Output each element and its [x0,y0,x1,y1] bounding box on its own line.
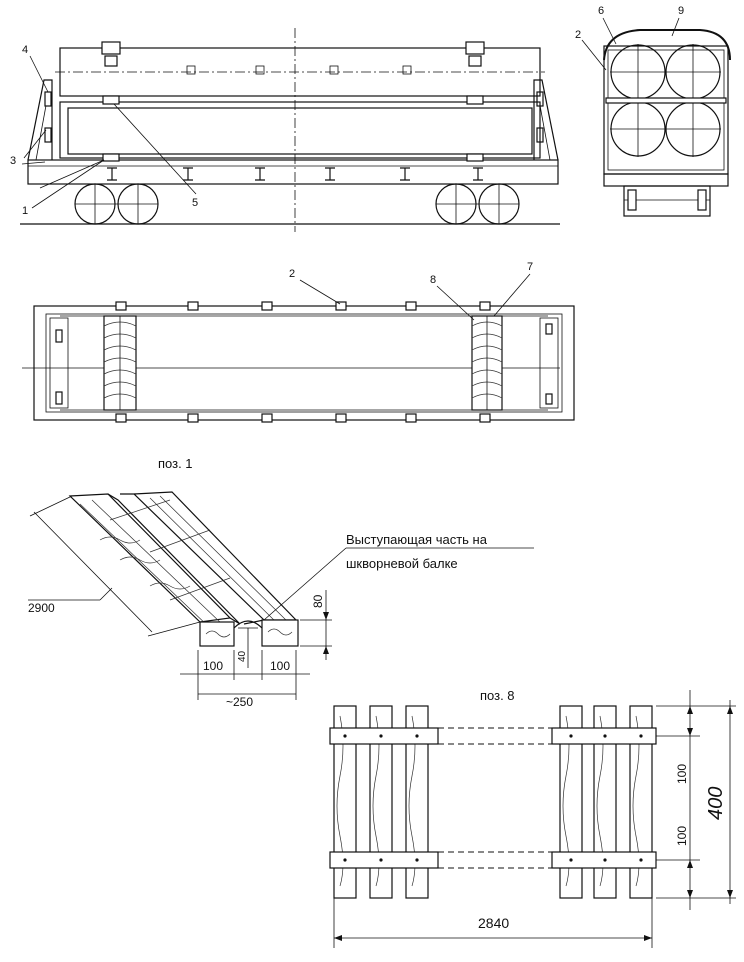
callout-9: 9 [678,5,684,17]
callout-6: 6 [598,5,604,17]
pos1-caption: поз. 1 [158,456,193,471]
pos1-dim-right: 100 [270,659,290,673]
plan-view [22,273,575,423]
pos8-dim-length: 2840 [478,915,509,931]
callout-2-end: 2 [575,29,581,41]
callout-3: 3 [10,155,16,167]
callout-5: 5 [192,197,198,209]
pos8-dim-upper: 100 [675,764,689,784]
pos1-annotation-line1: Выступающая часть на [346,532,488,547]
callout-7: 7 [527,261,533,273]
callout-4: 4 [22,44,28,56]
end-view [581,17,731,217]
beam-markers [107,167,483,181]
pos8-bars-right [559,705,653,899]
pos1-annotation-line2: шкворневой балке [346,556,458,571]
pos1-detail [28,491,534,700]
callout-2-plan: 2 [289,268,295,280]
pos1-dim-length: 2900 [28,601,55,615]
pos1-dim-left: 100 [203,659,223,673]
pos8-nails [343,734,643,862]
plan-pad-left [103,315,137,411]
callout-8: 8 [430,274,436,286]
plan-stanchions [115,301,491,423]
pos1-dim-groove: 40 [237,650,248,662]
pos1-dim-height: 80 [311,594,325,608]
pos8-dim-total: 400 [705,787,727,820]
pos8-caption: поз. 8 [480,688,515,703]
pos8-detail [329,690,736,948]
pos1-dim-width: ~250 [226,695,253,709]
side-view [20,28,560,232]
pos8-dim-lower: 100 [675,826,689,846]
plan-pad-right [471,315,503,411]
callout-1: 1 [22,205,28,217]
